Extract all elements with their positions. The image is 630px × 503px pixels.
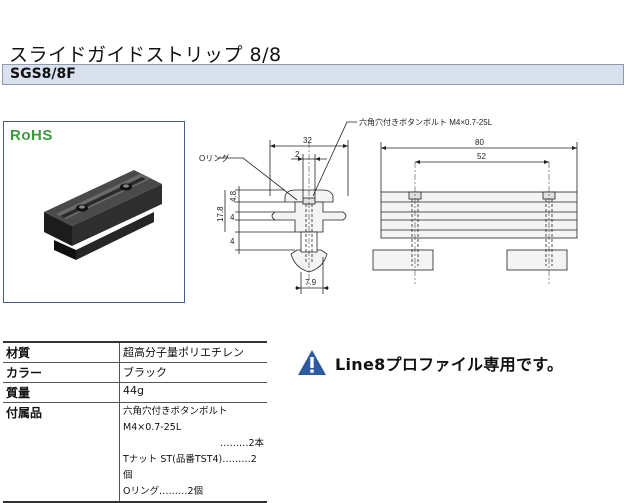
dim-4-8: 4.8 [229,190,238,202]
spec-row-color: カラー ブラック [3,362,267,383]
accessory-qty: ………2本 [219,438,264,449]
dim-17-8: 17.8 [216,206,225,222]
dim-32: 32 [303,136,312,145]
accessory-name: Oリング [123,486,159,497]
rohs-logo: RoHS [10,127,53,144]
dim-7-9: 7.9 [305,278,317,287]
warning-icon [298,350,326,375]
spec-label: 質量 [3,382,120,403]
oring-callout: Oリング [199,153,229,163]
accessory-item: Oリング………2個 [123,484,264,500]
spec-row-weight: 質量 44g [3,382,267,403]
spec-value: ブラック [119,362,267,383]
dim-4a: 4 [230,213,235,222]
accessory-name: Tナット ST(品番TST4) [123,454,223,465]
spec-table: 材質 超高分子量ポリエチレン カラー ブラック 質量 44g 付属品 六角穴付き… [3,341,267,503]
notice: Line8プロファイル専用です。 [297,349,563,376]
spec-label: カラー [3,362,120,383]
spec-value: 超高分子量ポリエチレン [119,341,267,363]
page-title: スライドガイドストリップ 8/8 [9,44,282,66]
slide-strip-image [44,170,162,260]
spec-row-material: 材質 超高分子量ポリエチレン [3,341,267,363]
dim-4b: 4 [230,237,235,246]
spec-label: 材質 [3,341,120,363]
spec-row-accessories: 付属品 六角穴付きボタンボルト M4×0.7-25L ………2本 Tナット ST… [3,402,267,503]
model-number: SGS8/8F [10,66,76,82]
dim-80: 80 [475,138,484,147]
model-bar: SGS8/8F [2,64,624,85]
accessory-list: 六角穴付きボタンボルト M4×0.7-25L ………2本 Tナット ST(品番T… [119,402,267,503]
accessory-item: Tナット ST(品番TST4)………2個 [123,452,264,484]
accessory-name: 六角穴付きボタンボルト M4×0.7-25L [123,406,228,433]
product-photo: RoHS [3,121,185,303]
accessory-qty: ………2個 [158,486,204,497]
bolt-callout: 六角穴付きボタンボルト M4×0.7-25L [359,117,493,127]
technical-drawing: 六角穴付きボタンボルト M4×0.7-25L Oリング 32 2 4.8 17.… [199,117,578,294]
spec-value: 44g [119,382,267,403]
notice-text: Line8プロファイル専用です。 [335,354,564,374]
spec-label: 付属品 [3,402,120,503]
dim-52: 52 [477,152,486,161]
dim-2: 2 [295,150,300,159]
